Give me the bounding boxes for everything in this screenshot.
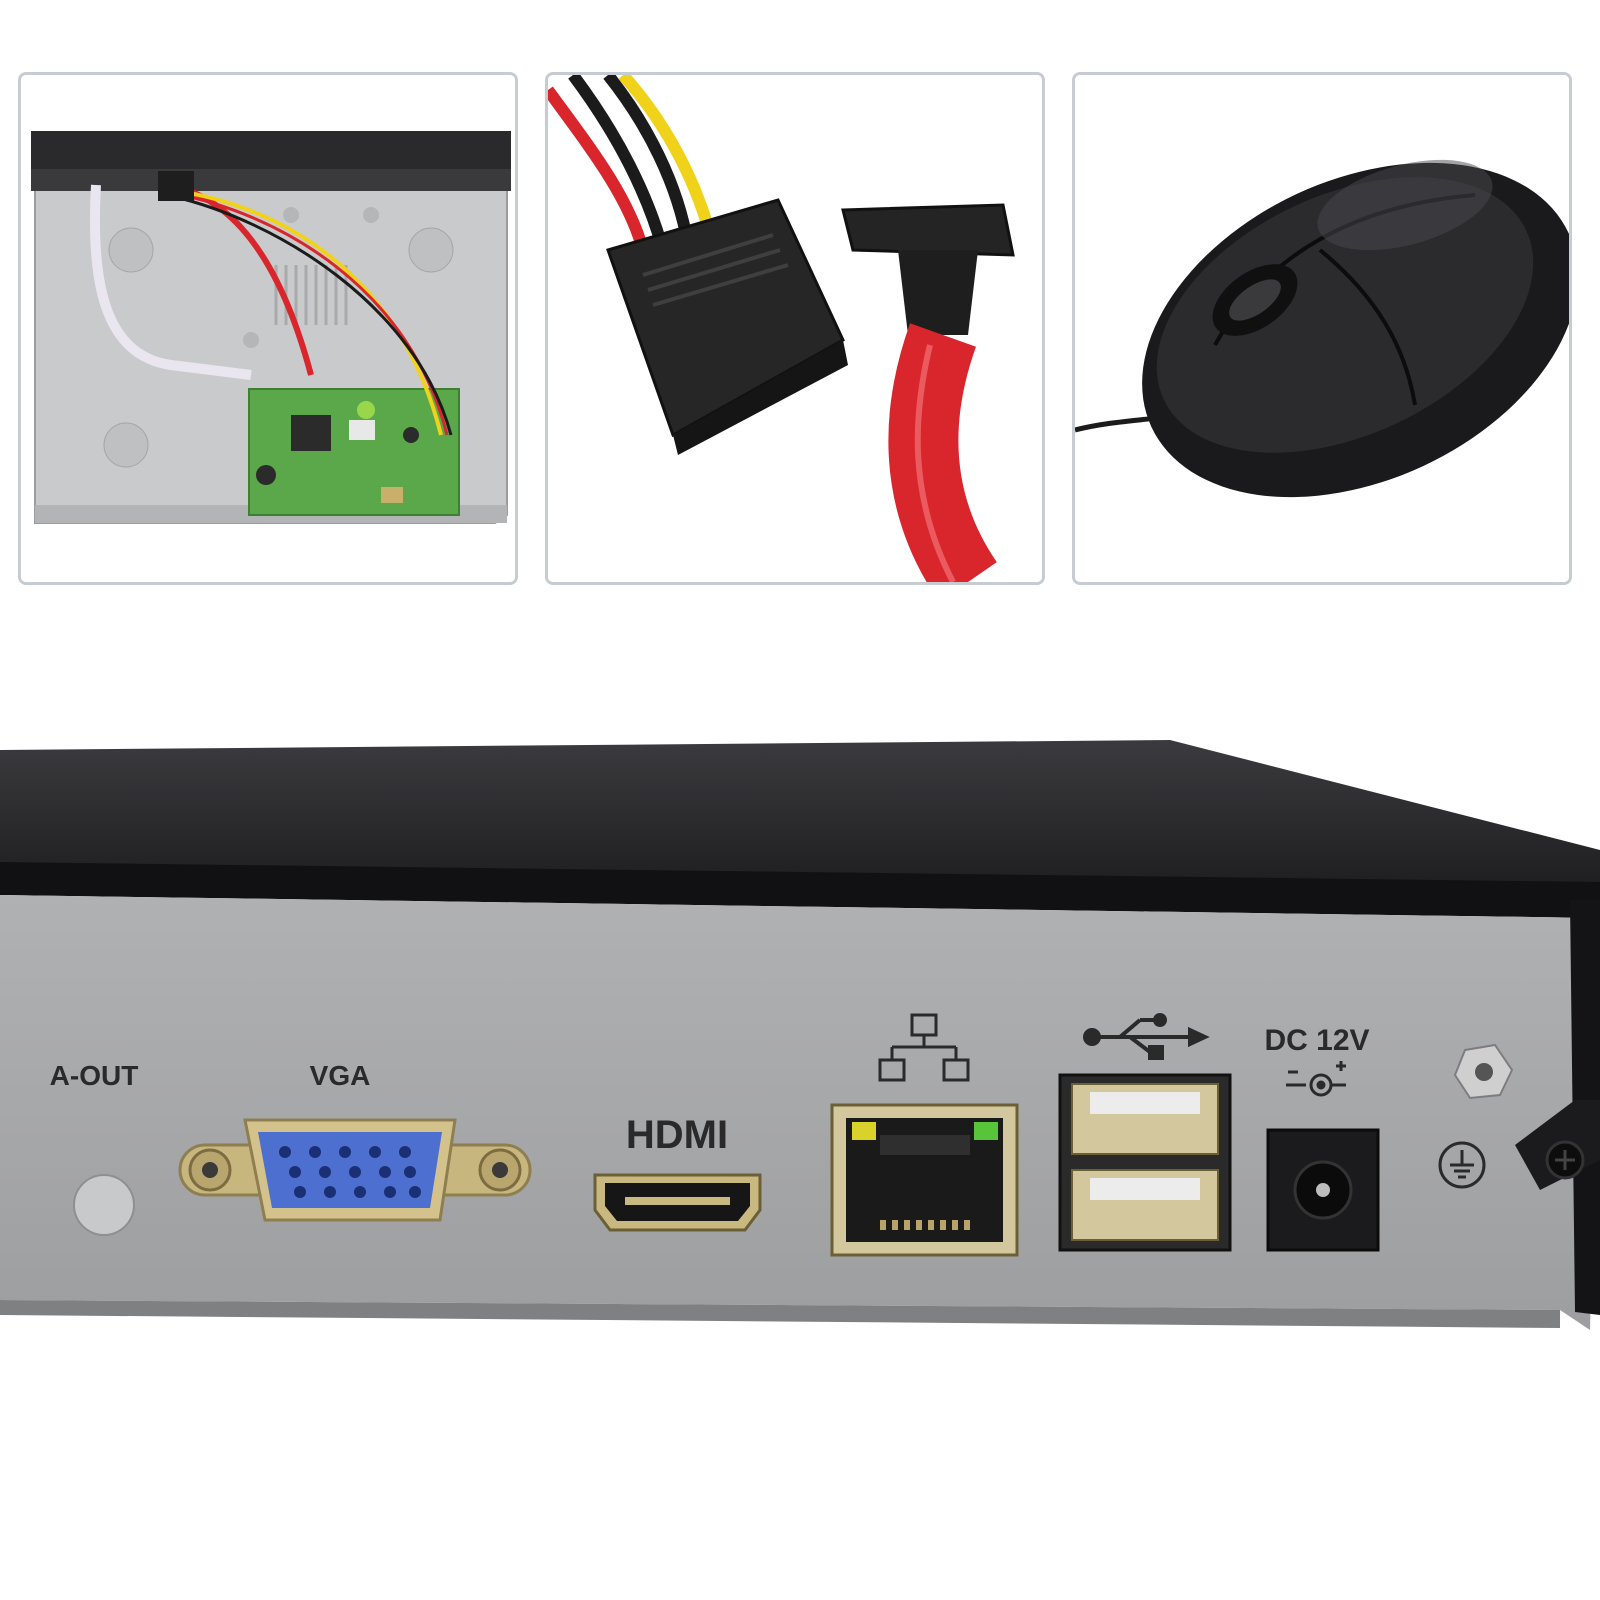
- ground-icon: [1438, 1141, 1486, 1189]
- usb-icon: [1083, 1013, 1210, 1060]
- network-icon: [878, 1013, 970, 1082]
- nvr-rear-panel-photo: A-OUT VGA HDMI: [0, 600, 1600, 1600]
- audio-out-port: [73, 1174, 135, 1236]
- nvr-interior-photo: [21, 75, 515, 582]
- label-dc-12v: DC 12V: [1264, 1024, 1369, 1057]
- ground-post: [1453, 1043, 1514, 1100]
- label-vga: VGA: [310, 1060, 371, 1091]
- thumbnail-nvr-interior: [18, 72, 518, 585]
- rear-panel-illustration: A-OUT VGA HDMI: [0, 740, 1600, 1330]
- thumbnail-usb-mouse: [1072, 72, 1572, 585]
- sata-cables-photo: [548, 75, 1042, 582]
- thumbnail-sata-cables: [545, 72, 1045, 585]
- usb-mouse-photo: [1075, 75, 1569, 582]
- usb-ports: [1058, 1073, 1232, 1252]
- vga-port: [178, 1118, 532, 1222]
- hdmi-port: [593, 1173, 762, 1232]
- ethernet-port: [830, 1103, 1019, 1257]
- label-a-out: A-OUT: [50, 1060, 139, 1091]
- dc-power-jack: [1266, 1128, 1380, 1252]
- label-hdmi: HDMI: [626, 1113, 728, 1157]
- dc-polarity-icon: [1286, 1061, 1346, 1097]
